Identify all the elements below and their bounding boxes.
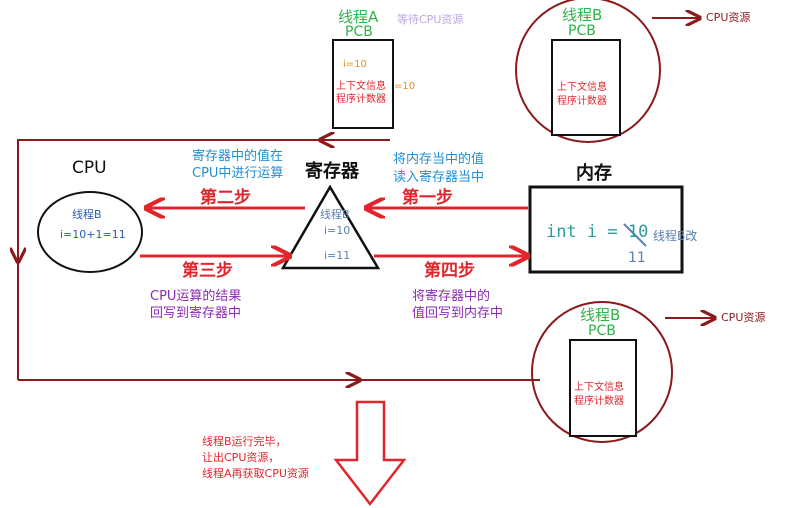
step2-label: 第二步 (200, 188, 251, 208)
pcbB-bottom-context: 上下文信息 (574, 382, 624, 393)
wait-cpu-label: 等待CPU资源 (397, 13, 464, 26)
scheduling-loop-top (17, 139, 390, 380)
finish-line1: 线程B运行完毕， (202, 435, 287, 448)
note-cpu-result-line1: CPU运算的结果 (150, 289, 242, 304)
cpu-ellipse (37, 191, 143, 273)
pcbB-bottom-pc: 程序计数器 (574, 396, 624, 407)
memory-strike (623, 223, 647, 247)
threadB-top-circle (515, 0, 661, 143)
register-i11: i=11 (324, 249, 351, 262)
pcbB-top-box (551, 39, 621, 136)
note-reg-mem-line2: 值回写到内存中 (412, 306, 504, 321)
note-mem-reg-line1: 将内存当中的值 (393, 152, 485, 167)
pcbA-i-value: i=10 (343, 59, 367, 70)
pcbB-top-title: PCB (568, 23, 596, 39)
pcbA-pc: 程序计数器 (336, 94, 386, 105)
pcbB-bottom-box (569, 339, 637, 437)
cpu-expression: i=10+1=11 (60, 228, 126, 241)
register-i10: i=10 (324, 224, 351, 237)
note-reg-cpu-line2: CPU中进行运算 (192, 166, 284, 181)
note-reg-mem-line1: 将寄存器中的 (412, 289, 491, 304)
finish-line3: 线程A再获取CPU资源 (202, 467, 309, 480)
note-cpu-result-line2: 回写到寄存器中 (150, 306, 242, 321)
pcbA-context: 上下文信息 (336, 81, 386, 92)
threadB-bottom-title: 线程B (580, 306, 621, 324)
pcbA-box (332, 39, 394, 129)
memory-title: 内存 (576, 163, 612, 184)
pcbA-eq-value: =10 (394, 81, 416, 92)
memory-new-value: 11 (628, 250, 646, 266)
cpu-thread: 线程B (72, 208, 102, 221)
cpu-res-top-label: CPU资源 (706, 11, 751, 24)
finish-line2: 让出CPU资源， (202, 451, 280, 464)
step4-label: 第四步 (424, 261, 475, 281)
threadA-title: 线程A (338, 8, 379, 26)
step1-label: 第一步 (402, 188, 453, 208)
step3-label: 第三步 (182, 261, 233, 281)
pcbB-top-pc: 程序计数器 (557, 96, 607, 107)
threadB-bottom-circle (531, 301, 673, 443)
pcbB-bottom-title: PCB (588, 323, 616, 339)
note-reg-cpu-line1: 寄存器中的值在 (192, 149, 284, 164)
note-mem-reg-line2: 读入寄存器当中 (393, 170, 485, 185)
register-thread: 线程B (320, 208, 350, 221)
memory-note: 线程B改 (653, 229, 698, 243)
pcbA-title: PCB (345, 24, 373, 40)
pcbB-top-context: 上下文信息 (557, 82, 607, 93)
memory-box (528, 185, 684, 274)
cpu-title: CPU (72, 158, 107, 178)
cpu-res-bottom-label: CPU资源 (721, 311, 766, 324)
threadB-top-title: 线程B (562, 6, 603, 24)
big-down-arrow (333, 400, 407, 507)
register-title: 寄存器 (305, 161, 359, 182)
memory-code: int i = 10 (546, 222, 649, 242)
register-triangle (280, 184, 381, 270)
